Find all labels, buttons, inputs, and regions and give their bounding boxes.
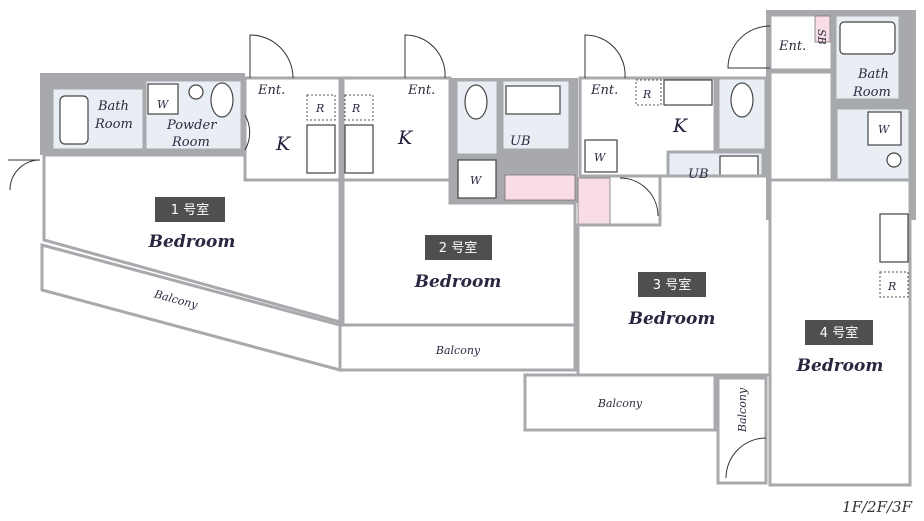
entrance-label: Ent. (590, 83, 618, 98)
entrance-label: Ent. (257, 83, 285, 98)
room-number: 4 号室 (820, 325, 858, 341)
bath-label: Room (852, 85, 891, 100)
entrance-door-icon[interactable] (404, 34, 446, 79)
unit-3-side-balcony (716, 376, 768, 485)
unit-4: Ent. SB Bath Room W R 4 号室 Bedroom (727, 10, 916, 487)
entrance-door-icon[interactable] (249, 34, 294, 79)
washer-icon (867, 111, 902, 146)
powder-label: Room (171, 135, 210, 150)
fridge-space (635, 79, 662, 106)
room-number-badge (805, 320, 873, 345)
unit-1-bedroom (42, 153, 342, 324)
door-icon[interactable] (725, 437, 767, 479)
unit-2-closet (504, 174, 576, 201)
stove-icon (306, 124, 336, 174)
powder-label: Powder (166, 118, 217, 133)
stove-icon (663, 79, 713, 106)
unit-bath-label: UB (510, 134, 531, 149)
shoe-box (814, 15, 831, 43)
shoe-box-label: SB (815, 29, 828, 45)
entrance-door-icon[interactable] (584, 34, 626, 79)
unit-2-balcony (338, 323, 577, 372)
room-number-badge (638, 272, 706, 297)
sink-icon (188, 84, 204, 100)
floors-label: 1F/2F/3F (842, 498, 913, 516)
bedroom-label: Bedroom (796, 356, 884, 376)
balcony-label: Balcony (435, 344, 481, 357)
washer-label: W (594, 151, 607, 164)
unit-bath-label: UB (688, 167, 709, 182)
fridge-label: R (351, 102, 360, 115)
room-number-badge (425, 235, 492, 260)
side-door-icon[interactable] (8, 159, 41, 191)
fridge-label: R (315, 102, 324, 115)
bathtub-icon (59, 95, 89, 145)
room-number-badge (155, 197, 225, 222)
entrance-door-icon[interactable] (727, 25, 771, 69)
door-icon[interactable] (619, 177, 659, 217)
balcony-label: Balcony (736, 387, 749, 433)
washer-label: W (878, 123, 891, 136)
kitchen-label: K (397, 127, 414, 149)
bath-label: Bath (857, 67, 889, 82)
unit-3: Ent. R K W UB 3 号室 Bedroom Balcony Balco… (523, 34, 772, 485)
stove-icon (344, 124, 374, 174)
bath-label: Room (94, 117, 133, 132)
sink-icon (886, 152, 902, 168)
fridge-space (344, 94, 374, 121)
bedroom-label: Bedroom (628, 309, 716, 329)
washer-icon (584, 139, 618, 173)
unit-2: Ent. R K UB W 2 号室 Bedroom Balcony (338, 34, 578, 372)
bedroom-label: Bedroom (414, 272, 502, 292)
door-icon[interactable] (244, 114, 251, 151)
room-number: 2 号室 (439, 240, 477, 256)
washer-label: W (157, 98, 170, 111)
fridge-label: R (887, 280, 896, 293)
entrance-label: Ent. (778, 39, 806, 54)
fridge-space (306, 94, 336, 121)
fridge-label: R (642, 88, 651, 101)
bath-label: Bath (97, 99, 129, 114)
toilet-icon (730, 82, 754, 118)
stove-icon (879, 213, 909, 263)
fridge-space (879, 271, 909, 298)
unit-4-hall (768, 70, 834, 182)
room-number: 3 号室 (653, 277, 691, 293)
bathtub-icon (505, 85, 561, 115)
unit-3-closet (577, 177, 611, 225)
washer-label: W (470, 174, 483, 187)
kitchen-label: K (672, 115, 689, 137)
kitchen-label: K (275, 133, 292, 155)
unit-3-balcony (523, 373, 717, 432)
entrance-label: Ent. (407, 83, 435, 98)
balcony-label: Balcony (597, 397, 643, 410)
bathtub-icon (839, 21, 896, 55)
toilet-icon (210, 82, 234, 118)
washer-icon (147, 83, 179, 115)
unit-1: Bath Room W Powder Room Ent. R K 1 号室 Be… (8, 34, 342, 372)
bedroom-label: Bedroom (148, 232, 236, 252)
room-number: 1 号室 (171, 202, 209, 218)
toilet-icon (464, 84, 488, 120)
washer-icon (457, 159, 497, 199)
